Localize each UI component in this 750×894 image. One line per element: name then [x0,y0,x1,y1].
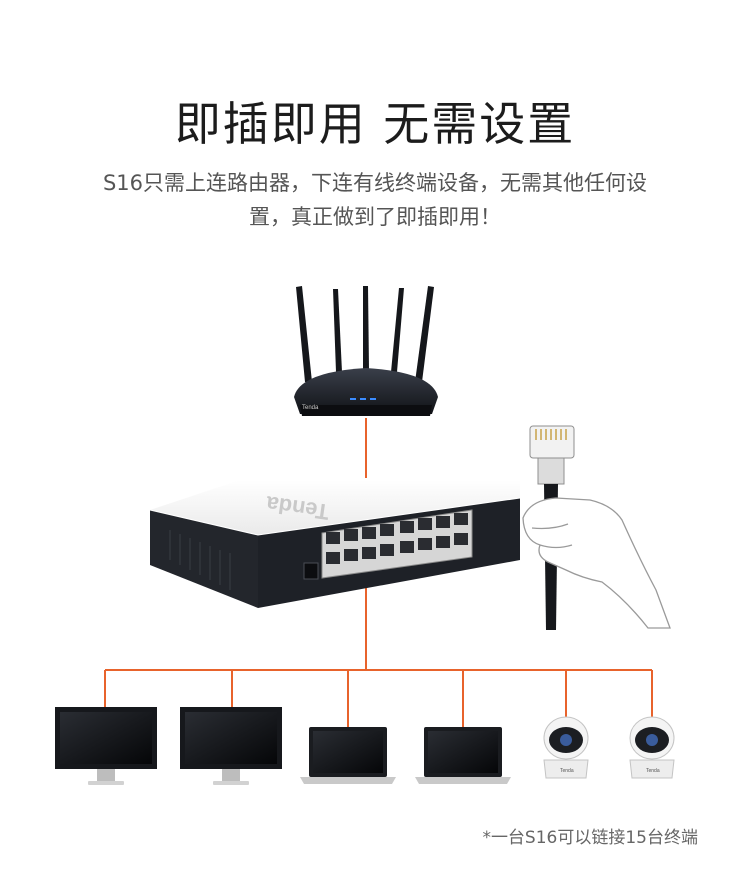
router: Tenda [294,286,438,416]
laptop-icon [300,727,396,784]
description-line-2: 置，真正做到了即插即用！ [249,205,501,229]
page-title: 即插即用 无需设置 [174,97,576,151]
camera-brand-label: Tenda [560,768,574,774]
footnote: *一台S16可以链接15台终端 [482,828,698,848]
router-body [294,368,438,414]
desktop-monitor-icon [180,707,282,785]
power-jack-icon [303,562,319,580]
desktop-monitor-icon [55,707,157,785]
router-antennas [296,286,434,382]
router-brand-label: Tenda [302,405,319,411]
ip-camera-icon: Tenda [629,716,675,779]
switch-side-panel [150,510,258,608]
switch-top-surface [150,480,520,545]
description: S16只需上连路由器，下连有线终端设备，无需其他任何设 置，真正做到了即插即用！ [60,166,690,234]
ip-camera-icon: Tenda [543,716,589,779]
camera-brand-label: Tenda [646,768,660,774]
network-switch: Tenda [149,480,521,608]
hand-icon [522,497,671,629]
switch-vents [169,530,231,590]
cable-lines [104,418,653,728]
description-line-1: S16只需上连路由器，下连有线终端设备，无需其他任何设 [102,171,648,195]
laptop-icon [415,727,511,784]
switch-port-block [321,509,473,579]
router-status-leds [350,398,376,400]
